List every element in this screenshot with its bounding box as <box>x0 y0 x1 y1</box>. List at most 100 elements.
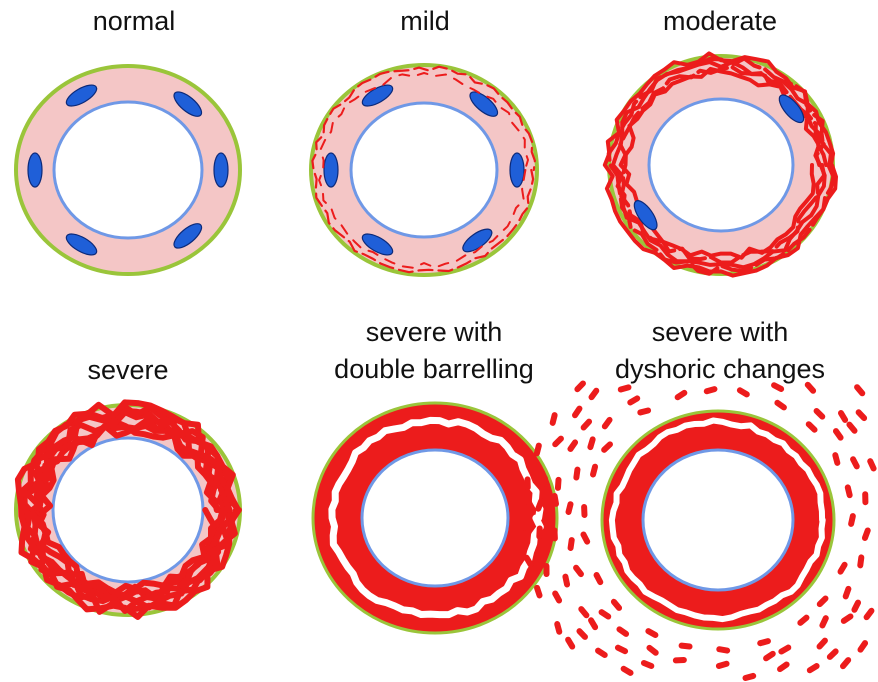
lumen <box>649 99 793 231</box>
dyshoric-deposit <box>601 416 614 431</box>
lumen <box>643 450 793 590</box>
dyshoric-deposit <box>573 379 587 393</box>
dyshoric-deposit <box>762 650 777 663</box>
dyshoric-deposit <box>551 434 565 448</box>
dyshoric-deposit <box>673 657 687 664</box>
dyshoric-deposit <box>600 440 614 454</box>
dyshoric-deposit <box>757 637 772 646</box>
dyshoric-deposit <box>626 394 641 406</box>
vessel-normal <box>16 66 240 274</box>
dyshoric-deposit <box>565 501 574 516</box>
dyshoric-deposit <box>853 383 867 398</box>
lumen <box>351 103 497 237</box>
dyshoric-deposit <box>614 644 629 656</box>
dyshoric-deposit <box>594 647 609 660</box>
dyshoric-deposit <box>562 573 571 588</box>
lumen <box>362 450 508 586</box>
dyshoric-deposit <box>673 389 688 402</box>
dyshoric-deposit <box>678 642 693 650</box>
dyshoric-deposit <box>564 636 576 651</box>
dyshoric-deposit <box>862 607 875 622</box>
dyshoric-deposit <box>587 616 599 631</box>
dyshoric-deposit <box>742 672 757 681</box>
smooth-muscle-cell <box>324 153 338 187</box>
dyshoric-deposit <box>777 643 792 655</box>
dyshoric-deposit <box>536 525 543 539</box>
dyshoric-deposit <box>776 660 791 673</box>
label-double-line1: severe with <box>366 317 503 347</box>
dyshoric-deposit <box>521 503 527 517</box>
dyshoric-deposit <box>577 605 591 620</box>
dyshoric-deposit <box>566 438 579 453</box>
dyshoric-deposit <box>840 612 855 625</box>
dyshoric-deposit <box>521 530 528 544</box>
label-dyshoric-line1: severe with <box>652 317 789 347</box>
dyshoric-deposit <box>703 385 718 395</box>
vessel-moderate <box>605 53 836 275</box>
dyshoric-deposit <box>533 584 543 599</box>
dyshoric-deposit <box>571 404 584 419</box>
dyshoric-deposit <box>839 656 853 671</box>
dyshoric-deposit <box>620 665 635 677</box>
label-moderate: moderate <box>663 6 777 36</box>
dyshoric-deposit <box>551 527 558 541</box>
dyshoric-deposit <box>593 571 605 586</box>
vessel-dyshoric <box>521 379 878 681</box>
dyshoric-deposit <box>837 409 849 424</box>
dyshoric-deposit <box>805 420 819 434</box>
dyshoric-deposit <box>866 457 877 472</box>
dyshoric-deposit <box>818 614 829 629</box>
smooth-muscle-cell <box>510 153 524 187</box>
dyshoric-deposit <box>617 384 632 394</box>
dyshoric-deposit <box>573 466 581 481</box>
dyshoric-deposit <box>862 491 868 505</box>
label-severe: severe <box>87 355 168 385</box>
dyshoric-deposit <box>861 527 872 542</box>
dyshoric-deposit <box>736 386 751 398</box>
dyshoric-deposit <box>543 563 549 577</box>
dyshoric-deposit <box>637 407 652 416</box>
dyshoric-deposit <box>645 644 660 657</box>
dyshoric-deposit <box>587 436 597 451</box>
dyshoric-deposit <box>579 417 593 431</box>
dyshoric-deposit <box>555 477 562 491</box>
dyshoric-deposit <box>551 589 563 604</box>
smooth-muscle-cell <box>214 153 228 187</box>
dyshoric-deposit <box>832 451 841 466</box>
dyshoric-deposit <box>524 476 530 490</box>
lumen <box>53 438 203 582</box>
vessel-double-barrelling <box>313 403 557 633</box>
dyshoric-deposit <box>842 585 852 600</box>
dyshoric-deposit <box>640 659 655 670</box>
dyshoric-deposit <box>850 599 862 614</box>
label-normal: normal <box>93 6 176 36</box>
dyshoric-deposit <box>812 407 826 421</box>
label-dyshoric-line2: dyshoric changes <box>615 354 825 384</box>
dyshoric-deposit <box>848 513 857 528</box>
dyshoric-deposit <box>816 594 830 608</box>
dyshoric-deposit <box>597 608 612 621</box>
dyshoric-deposit <box>589 463 598 478</box>
dyshoric-deposit <box>644 627 659 639</box>
dyshoric-deposit <box>581 504 588 518</box>
dyshoric-deposit <box>554 620 563 635</box>
dyshoric-deposit <box>844 484 853 499</box>
dyshoric-deposit <box>806 662 821 674</box>
dyshoric-deposit <box>715 660 730 670</box>
dyshoric-deposit <box>615 625 630 638</box>
dyshoric-deposit <box>610 598 624 613</box>
vessel-mild <box>311 65 537 275</box>
dyshoric-deposit <box>572 564 585 579</box>
dyshoric-deposit <box>579 530 591 545</box>
dyshoric-deposit <box>567 537 575 552</box>
label-double-line2: double barrelling <box>334 354 534 384</box>
dyshoric-deposit <box>587 387 600 402</box>
dyshoric-deposit <box>815 636 829 650</box>
dyshoric-deposit <box>549 411 558 426</box>
vessel-severe <box>16 402 240 617</box>
lumen <box>54 102 202 238</box>
dyshoric-deposit <box>845 420 859 435</box>
smooth-muscle-cell <box>28 153 42 187</box>
label-mild: mild <box>400 6 450 36</box>
